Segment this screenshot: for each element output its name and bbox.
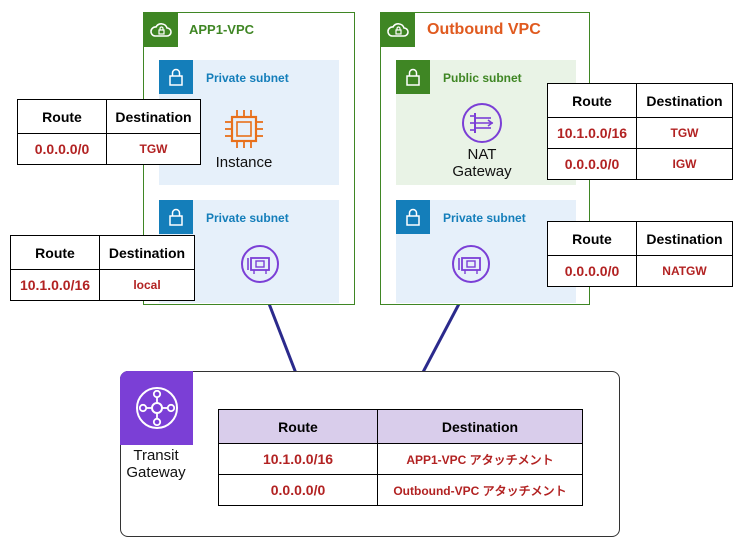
outbound-subnet-top-label: Public subnet [443, 71, 522, 85]
destination-header: Destination [106, 99, 201, 134]
table-row: 10.1.0.0/16 TGW [547, 117, 733, 149]
table-row: 10.1.0.0/16 APP1-VPC アタッチメント [218, 443, 583, 475]
instance-label: Instance [215, 154, 273, 171]
destination-header: Destination [636, 83, 733, 118]
route-header: Route [10, 235, 100, 270]
destination-cell: NATGW [636, 255, 733, 287]
table-row: 0.0.0.0/0 Outbound-VPC アタッチメント [218, 474, 583, 506]
lock-icon [396, 60, 430, 94]
network-interface-icon [240, 244, 280, 284]
destination-cell: APP1-VPC アタッチメント [377, 443, 583, 475]
nat-gateway-label-line1: NAT [467, 146, 497, 163]
destination-cell: local [99, 269, 195, 301]
transit-gateway-icon [120, 371, 193, 445]
nat-gateway-label-line2: Gateway [452, 163, 512, 180]
destination-cell: IGW [636, 148, 733, 180]
destination-header: Destination [636, 221, 733, 256]
outbound-public-subnet: Public subnet NAT Gateway [396, 60, 576, 185]
route-cell: 10.1.0.0/16 [218, 443, 378, 475]
app1-subnet-bottom-label: Private subnet [206, 211, 289, 225]
route-cell: 0.0.0.0/0 [547, 148, 637, 180]
nat-gateway-icon [461, 102, 503, 144]
route-cell: 10.1.0.0/16 [10, 269, 100, 301]
lock-icon [159, 60, 193, 94]
table-row: 10.1.0.0/16 local [10, 269, 195, 301]
vpc-cloud-icon [381, 13, 415, 47]
table-row: 0.0.0.0/0 TGW [17, 133, 201, 165]
transit-gateway-label-line1: Transit [133, 447, 179, 464]
table-row: 0.0.0.0/0 IGW [547, 148, 733, 180]
outbound-subnet-bottom-label: Private subnet [443, 211, 526, 225]
route-header: Route [17, 99, 107, 134]
route-cell: 0.0.0.0/0 [17, 133, 107, 165]
app1-eni-route-table: Route Destination 10.1.0.0/16 local [10, 235, 195, 301]
transit-gateway-label-line2: Gateway [126, 464, 186, 481]
route-header: Route [547, 221, 637, 256]
destination-header: Destination [377, 409, 583, 444]
network-interface-icon [451, 244, 491, 284]
destination-cell: Outbound-VPC アタッチメント [377, 474, 583, 506]
app1-vpc-title: APP1-VPC [189, 22, 255, 37]
destination-cell: TGW [106, 133, 201, 165]
vpc-cloud-icon [144, 13, 178, 47]
outbound-private-subnet: Private subnet [396, 200, 576, 303]
destination-header: Destination [99, 235, 195, 270]
outbound-private-route-table: Route Destination 0.0.0.0/0 NATGW [547, 221, 733, 287]
tgw-route-table: Route Destination 10.1.0.0/16 APP1-VPC ア… [218, 409, 583, 506]
outbound-vpc-title: Outbound VPC [427, 21, 541, 38]
route-cell: 0.0.0.0/0 [547, 255, 637, 287]
route-cell: 10.1.0.0/16 [547, 117, 637, 149]
app1-instance-route-table: Route Destination 0.0.0.0/0 TGW [17, 99, 201, 165]
ec2-instance-icon [222, 107, 266, 151]
outbound-public-route-table: Route Destination 10.1.0.0/16 TGW 0.0.0.… [547, 83, 733, 180]
route-header: Route [547, 83, 637, 118]
route-header: Route [218, 409, 378, 444]
table-row: 0.0.0.0/0 NATGW [547, 255, 733, 287]
destination-cell: TGW [636, 117, 733, 149]
route-cell: 0.0.0.0/0 [218, 474, 378, 506]
app1-subnet-top-label: Private subnet [206, 71, 289, 85]
lock-icon [159, 200, 193, 234]
lock-icon [396, 200, 430, 234]
